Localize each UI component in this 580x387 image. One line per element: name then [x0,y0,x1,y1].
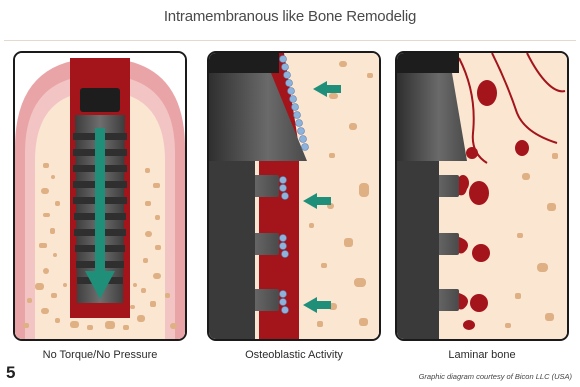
panel-laminar-illustration [397,53,567,339]
figure-number: 5 [6,363,15,383]
panel-osteoblastic-illustration [209,53,379,339]
panel-caption-no-torque: No Torque/No Pressure [13,349,187,361]
panel-caption-laminar: Laminar bone [395,349,569,361]
image-credit: Graphic diagram courtesy of Bicon LLC (U… [419,372,572,381]
panel-osteoblastic [207,51,381,341]
panel-laminar [395,51,569,341]
diagram-title: Intramembranous like Bone Remodelig [0,8,580,25]
panel-caption-osteoblastic: Osteoblastic Activity [207,349,381,361]
title-divider [4,40,576,41]
panel-no-torque-illustration [15,53,185,339]
panel-no-torque [13,51,187,341]
